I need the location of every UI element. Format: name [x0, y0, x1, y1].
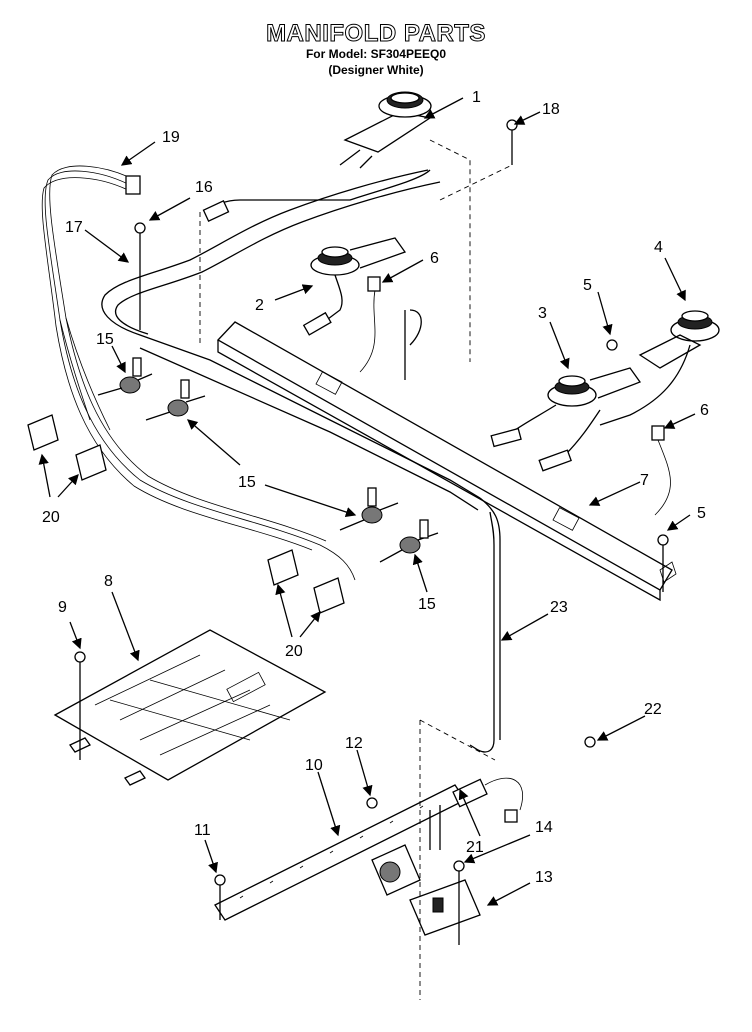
burner-1 [202, 91, 432, 222]
callout-9: 9 [58, 599, 67, 616]
oven-orifice [452, 777, 523, 823]
wire-harness [41, 165, 356, 581]
model-line: For Model: SF304PEEQ0 [305, 47, 447, 61]
callout-5-top: 5 [583, 277, 592, 294]
callout-17: 17 [65, 219, 83, 236]
burner-3 [490, 367, 642, 472]
callout-12: 12 [345, 735, 363, 752]
callout-20-left: 20 [42, 509, 60, 526]
callout-15-lower: 15 [418, 596, 436, 613]
manifold-panel [216, 321, 677, 602]
callout-15-left: 15 [96, 331, 114, 348]
callout-6-right: 6 [700, 402, 709, 419]
callout-20-center: 20 [285, 643, 303, 660]
callout-2: 2 [255, 297, 264, 314]
igniter-wires [359, 276, 671, 516]
burner-4 [599, 310, 720, 426]
burner-2 [302, 237, 407, 336]
callout-8: 8 [104, 573, 113, 590]
callout-13: 13 [535, 869, 553, 886]
callout-16: 16 [195, 179, 213, 196]
callout-5-right: 5 [697, 505, 706, 522]
callout-4: 4 [654, 239, 663, 256]
oven-valve [371, 719, 496, 1000]
callout-23: 23 [550, 599, 568, 616]
callout-3: 3 [538, 305, 547, 322]
callout-10: 10 [305, 757, 323, 774]
callout-11: 11 [194, 822, 211, 839]
leader-arrows [38, 97, 696, 906]
callout-15-center: 15 [238, 474, 256, 491]
screws [74, 119, 669, 945]
callout-14: 14 [535, 819, 553, 836]
callout-22: 22 [644, 701, 662, 718]
finish-line: (Designer White) [328, 63, 424, 77]
burner-valves [97, 357, 439, 563]
burner-tray [53, 629, 327, 786]
callout-numbers: 1 18 19 16 17 6 2 3 5 4 6 7 5 15 15 15 2… [42, 89, 709, 886]
switch-brackets [27, 414, 345, 614]
callout-21: 21 [466, 839, 484, 856]
callout-1: 1 [472, 89, 481, 106]
manifold-pipe [101, 169, 501, 753]
callout-19: 19 [162, 129, 180, 146]
reference-lines [199, 139, 513, 362]
callout-7: 7 [640, 472, 649, 489]
page-title: MANIFOLD PARTS [266, 20, 486, 48]
callout-6-top: 6 [430, 250, 439, 267]
callout-18: 18 [542, 101, 560, 118]
